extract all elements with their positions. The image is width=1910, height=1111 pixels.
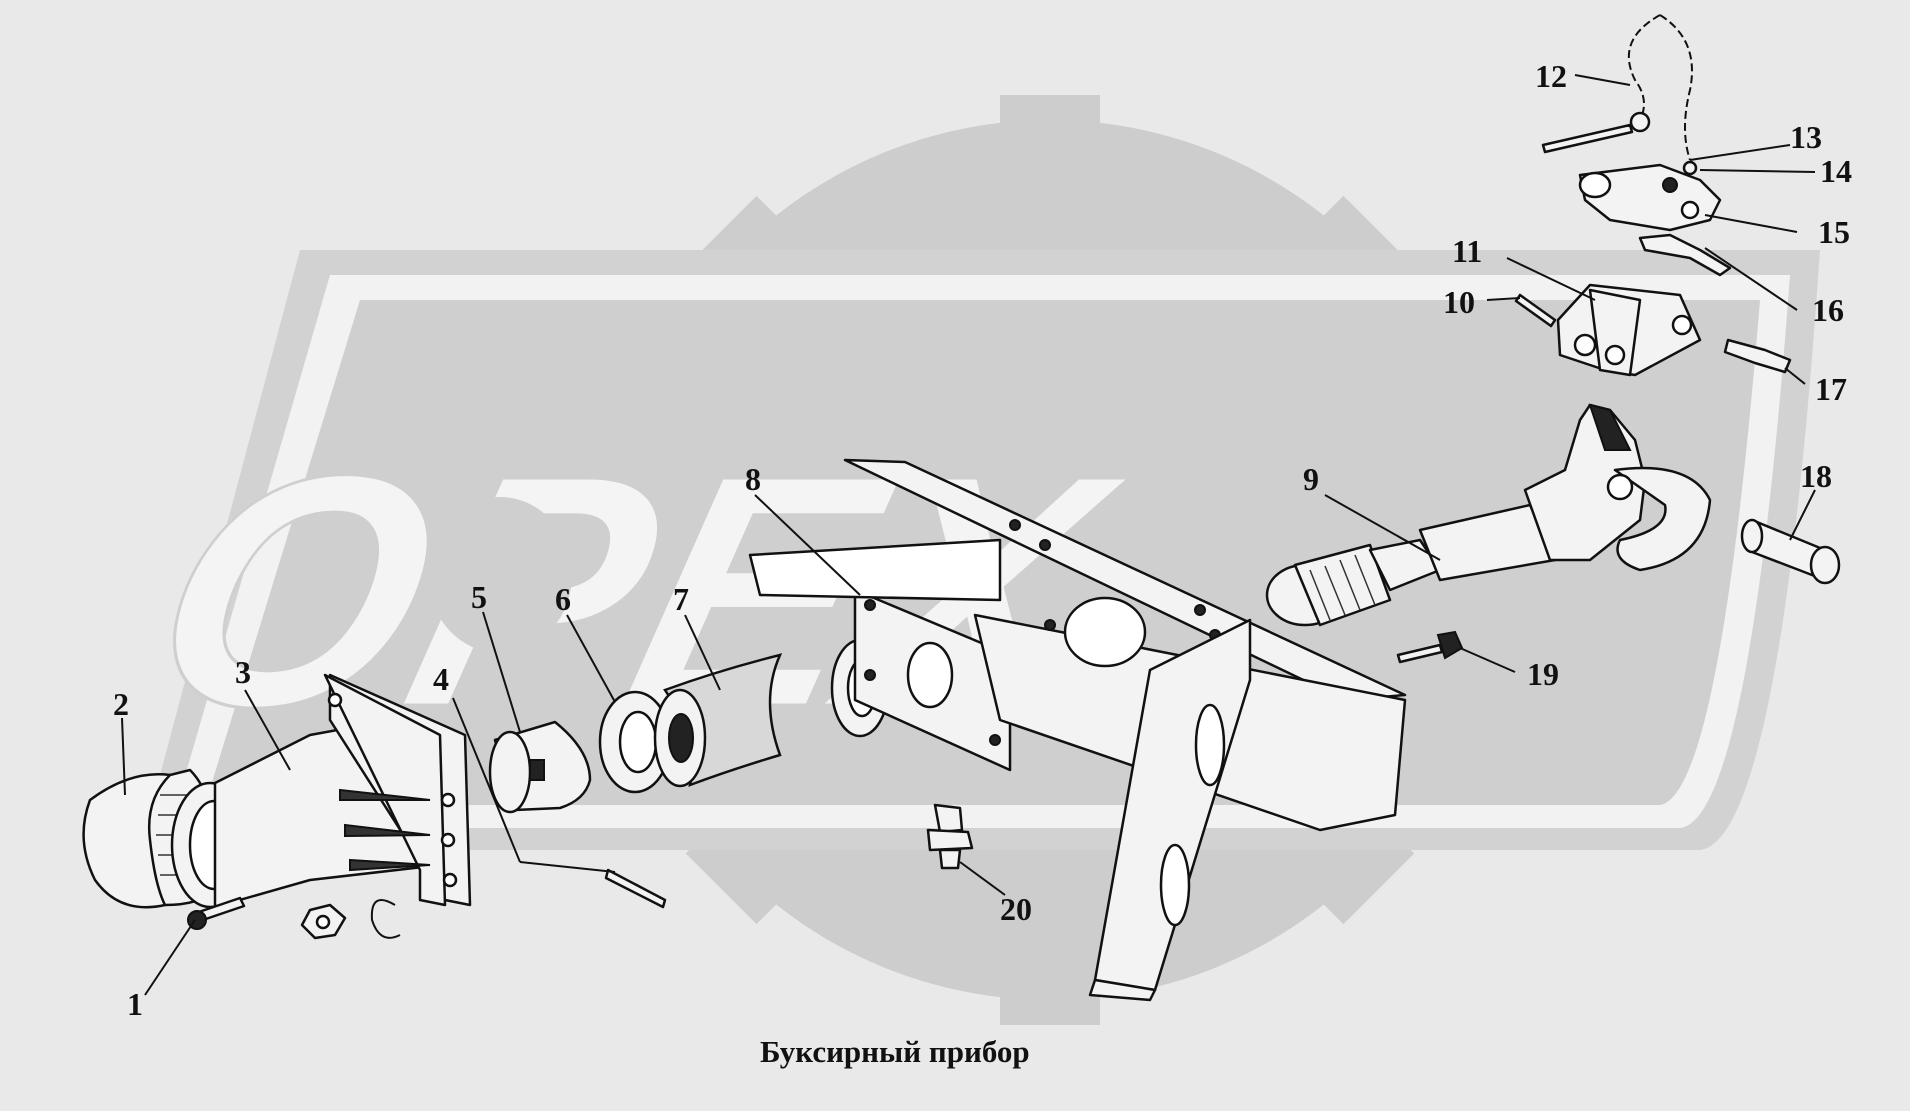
callout-12: 12 <box>1535 58 1567 94</box>
callout-3: 3 <box>235 654 251 690</box>
callout-17: 17 <box>1815 371 1847 407</box>
callout-20: 20 <box>1000 891 1032 927</box>
callout-2: 2 <box>113 686 129 722</box>
part-3-housing <box>170 673 472 909</box>
callout-5: 5 <box>471 579 487 615</box>
part-16-spring <box>1638 233 1732 277</box>
callout-10: 10 <box>1443 284 1475 320</box>
callout-15: 15 <box>1818 214 1850 250</box>
part-6-washer <box>598 690 672 794</box>
callout-11: 11 <box>1452 233 1482 269</box>
frame-crossmember <box>748 458 1407 1002</box>
part-11-latch <box>1556 283 1702 377</box>
callout-19: 19 <box>1527 656 1559 692</box>
part-8-plate <box>853 588 1012 772</box>
callout-9: 9 <box>1303 461 1319 497</box>
callout-13: 13 <box>1790 119 1822 155</box>
leader-lines <box>121 74 1816 996</box>
spring-washer <box>370 899 401 939</box>
part-12-chain <box>1541 14 1693 161</box>
part-7-rubber-buffer <box>653 653 783 788</box>
part-18-pin <box>1740 518 1841 585</box>
diagram-caption: Буксирный прибор <box>760 1034 1030 1069</box>
part-5-bushing <box>488 720 592 814</box>
part-13-15-lock-body <box>1578 160 1722 232</box>
nut <box>300 903 347 940</box>
callout-labels: 1 2 3 4 5 6 7 8 9 10 11 12 13 14 15 16 1… <box>113 58 1852 1022</box>
callout-6: 6 <box>555 581 571 617</box>
callout-18: 18 <box>1800 458 1832 494</box>
callout-8: 8 <box>745 461 761 497</box>
part-20-grease-fitting <box>926 803 974 870</box>
callout-7: 7 <box>673 581 689 617</box>
callout-4: 4 <box>433 661 449 697</box>
part-9-tow-hook <box>1265 403 1712 627</box>
part-4-cotter-pin <box>604 868 667 909</box>
callout-14: 14 <box>1820 153 1852 189</box>
callout-16: 16 <box>1812 292 1844 328</box>
part-19-bolt <box>1396 630 1464 664</box>
callout-1: 1 <box>127 986 143 1022</box>
part-17-plug <box>1723 338 1792 374</box>
